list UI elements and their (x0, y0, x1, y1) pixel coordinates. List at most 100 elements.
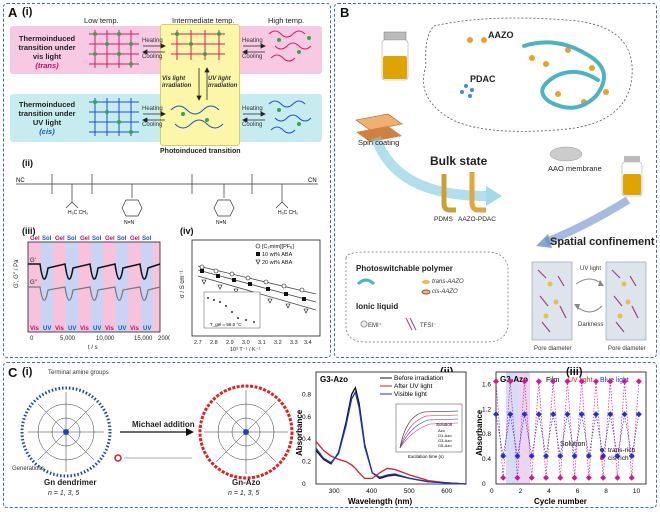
cycle-ylabel: Absorbance (476, 409, 484, 456)
svg-text:[C₂mim][PF₆]: [C₂mim][PF₆] (262, 244, 294, 250)
rheo-g-prime (28, 263, 161, 280)
rheo-g-dprime (28, 286, 161, 301)
data-point (535, 378, 542, 385)
svg-text:5,000: 5,000 (60, 336, 76, 342)
svg-text:UV: UV (118, 326, 126, 332)
svg-text:2.9: 2.9 (226, 340, 234, 346)
heating-label-3: Heating (142, 106, 163, 112)
data-point (593, 411, 599, 418)
y-tick-label: 0 (482, 481, 486, 488)
cycle-blue-label: Blue light (600, 377, 629, 384)
data-point (550, 378, 557, 385)
aao-membrane-label: AAO membrane (548, 164, 602, 173)
data-point (528, 474, 535, 481)
data-point (578, 378, 585, 385)
svg-text:Sol: Sol (42, 236, 52, 242)
heating-label-2: Heating (242, 38, 263, 44)
intermediate-temp-label: Intermediate temp. (172, 16, 235, 25)
uv-vis-inset-legend-g1: G1-Azo (438, 433, 452, 438)
svg-text:H₃C CH₃: H₃C CH₃ (68, 210, 88, 216)
data-point (628, 474, 635, 481)
svg-text:Sol: Sol (117, 236, 127, 242)
uv-vis-legend-before: Before irradiation (394, 375, 444, 382)
svg-text:10³ T⁻¹ / K⁻¹: 10³ T⁻¹ / K⁻¹ (230, 347, 261, 352)
cycle-series (493, 378, 642, 481)
panel-a-iii-label: (iii) (22, 226, 36, 236)
rheo-sol-bands (41, 242, 153, 332)
x-tick-label: 300 (329, 488, 340, 495)
cond-inset-label: T_gel = 56.0 °C (210, 322, 242, 327)
data-point (507, 378, 514, 385)
data-point (600, 453, 607, 459)
svg-text:Vis: Vis (130, 326, 140, 332)
data-point (635, 378, 642, 385)
rheo-xlabel: t / s (88, 345, 98, 350)
heating-label-1: Heating (142, 38, 163, 44)
uv-light-label: UV light (580, 266, 602, 272)
dendrimer-illustration (20, 384, 294, 480)
cycle-xlabel: Cycle number (534, 497, 587, 506)
uv-vis-inset-legend-azo: Azo (438, 428, 446, 433)
svg-text:3.3: 3.3 (290, 340, 298, 346)
gn-dendrimer-label: Gn dendrimer (44, 478, 97, 487)
svg-text:UV: UV (93, 326, 101, 332)
x-tick-label: 10 (633, 488, 641, 495)
svg-text:Vis: Vis (55, 326, 65, 332)
spatial-confinement-label: Spatial confinement (550, 236, 655, 248)
data-point (614, 474, 621, 481)
svg-text:UV: UV (68, 326, 76, 332)
y-tick-label: 0.4 (482, 456, 491, 463)
svg-text:Gel: Gel (30, 236, 40, 242)
cycle-plot-frame (495, 371, 647, 485)
x-tick-label: 4 (547, 488, 551, 495)
spin-coater (355, 113, 403, 142)
data-point (543, 453, 549, 459)
data-point (493, 378, 499, 385)
bulk-state-label: Bulk state (430, 154, 488, 168)
uv-vis-xlabel: Wavelength (nm) (348, 497, 412, 506)
low-temp-label: Low temp. (84, 16, 119, 25)
low-temp-trans-network (89, 30, 139, 68)
data-point (550, 411, 557, 418)
michael-addition-label: Michael addition (132, 420, 195, 429)
uv-vis-inset-title: Solution (436, 422, 453, 427)
panel-a-i-networks (89, 30, 312, 136)
svg-text:3.4: 3.4 (304, 340, 312, 346)
data-point (507, 411, 514, 418)
emi-label: EMI⁺ (368, 323, 382, 329)
svg-text:CN: CN (308, 178, 317, 184)
uv-vis-ylabel: Absorbance (296, 409, 304, 456)
heating-label-4: Heating (242, 106, 263, 112)
data-point (521, 378, 528, 385)
rheo-ylabel: G', G'' / Pa (14, 259, 20, 288)
svg-text:H₃C CH₃: H₃C CH₃ (278, 210, 298, 216)
tfsi-label: TFSI⁻ (420, 323, 437, 329)
gn-azo-n: n = 1, 3, 5 (228, 490, 260, 497)
svg-text:3.0: 3.0 (242, 340, 250, 346)
panel-b (334, 3, 657, 358)
gn-azo-label: Gn-Azo (232, 478, 261, 487)
data-point (564, 378, 571, 385)
cycle-chart: Absorbance Cycle number G3-Azo Film UV l… (476, 371, 647, 506)
trans-row-title: Thermoinduced transition under vis light… (18, 34, 76, 70)
uv-vis-inset-legend-g3: G3-Azo (438, 438, 452, 443)
cooling-label-4: Cooling (242, 122, 263, 128)
data-point (628, 453, 635, 459)
uv-vis-inset-legend-g5: G5-Azo (438, 443, 452, 448)
data-point (521, 411, 528, 418)
data-point (514, 453, 521, 459)
svg-text:Vis: Vis (105, 326, 115, 332)
x-tick-label: 8 (604, 488, 608, 495)
x-tick-label: 600 (441, 488, 452, 495)
data-point (557, 453, 564, 459)
cycle-band-2 (518, 372, 530, 484)
panel-c-label: C (8, 365, 18, 380)
svg-text:15,000: 15,000 (134, 336, 153, 342)
y-tick-label: 1.6 (482, 381, 491, 388)
data-point (614, 453, 621, 459)
aazo-pdac-label: AAZO-PDAC (458, 216, 496, 223)
panel-a-iv-label: (iv) (180, 226, 194, 236)
